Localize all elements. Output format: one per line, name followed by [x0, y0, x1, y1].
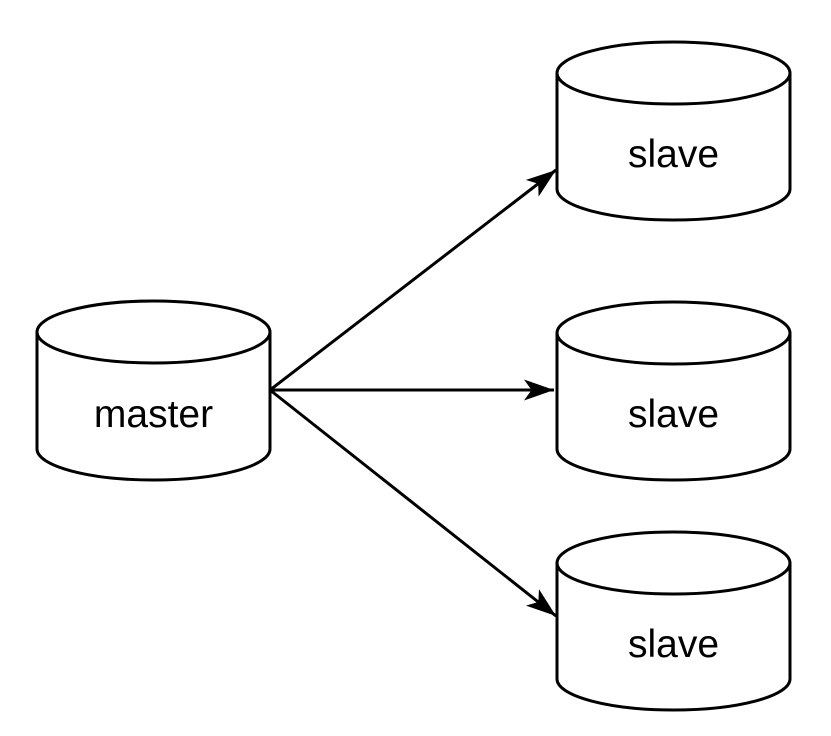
edge-master-to-slave-3 — [269, 388, 557, 618]
node-slave-3-label: slave — [628, 623, 719, 666]
node-slave-1: slave — [555, 40, 792, 222]
database-cylinder-icon — [555, 40, 792, 222]
database-cylinder-icon — [35, 299, 272, 482]
node-slave-2-label: slave — [628, 393, 719, 436]
node-master-label: master — [94, 393, 213, 436]
database-cylinder-icon — [555, 530, 792, 712]
node-slave-1-label: slave — [628, 133, 719, 176]
node-slave-2: slave — [555, 300, 792, 482]
edge-master-to-slave-1 — [269, 168, 557, 392]
database-cylinder-icon — [555, 300, 792, 482]
edges-layer — [269, 168, 557, 618]
node-slave-3: slave — [555, 530, 792, 712]
node-master: master — [35, 299, 272, 482]
